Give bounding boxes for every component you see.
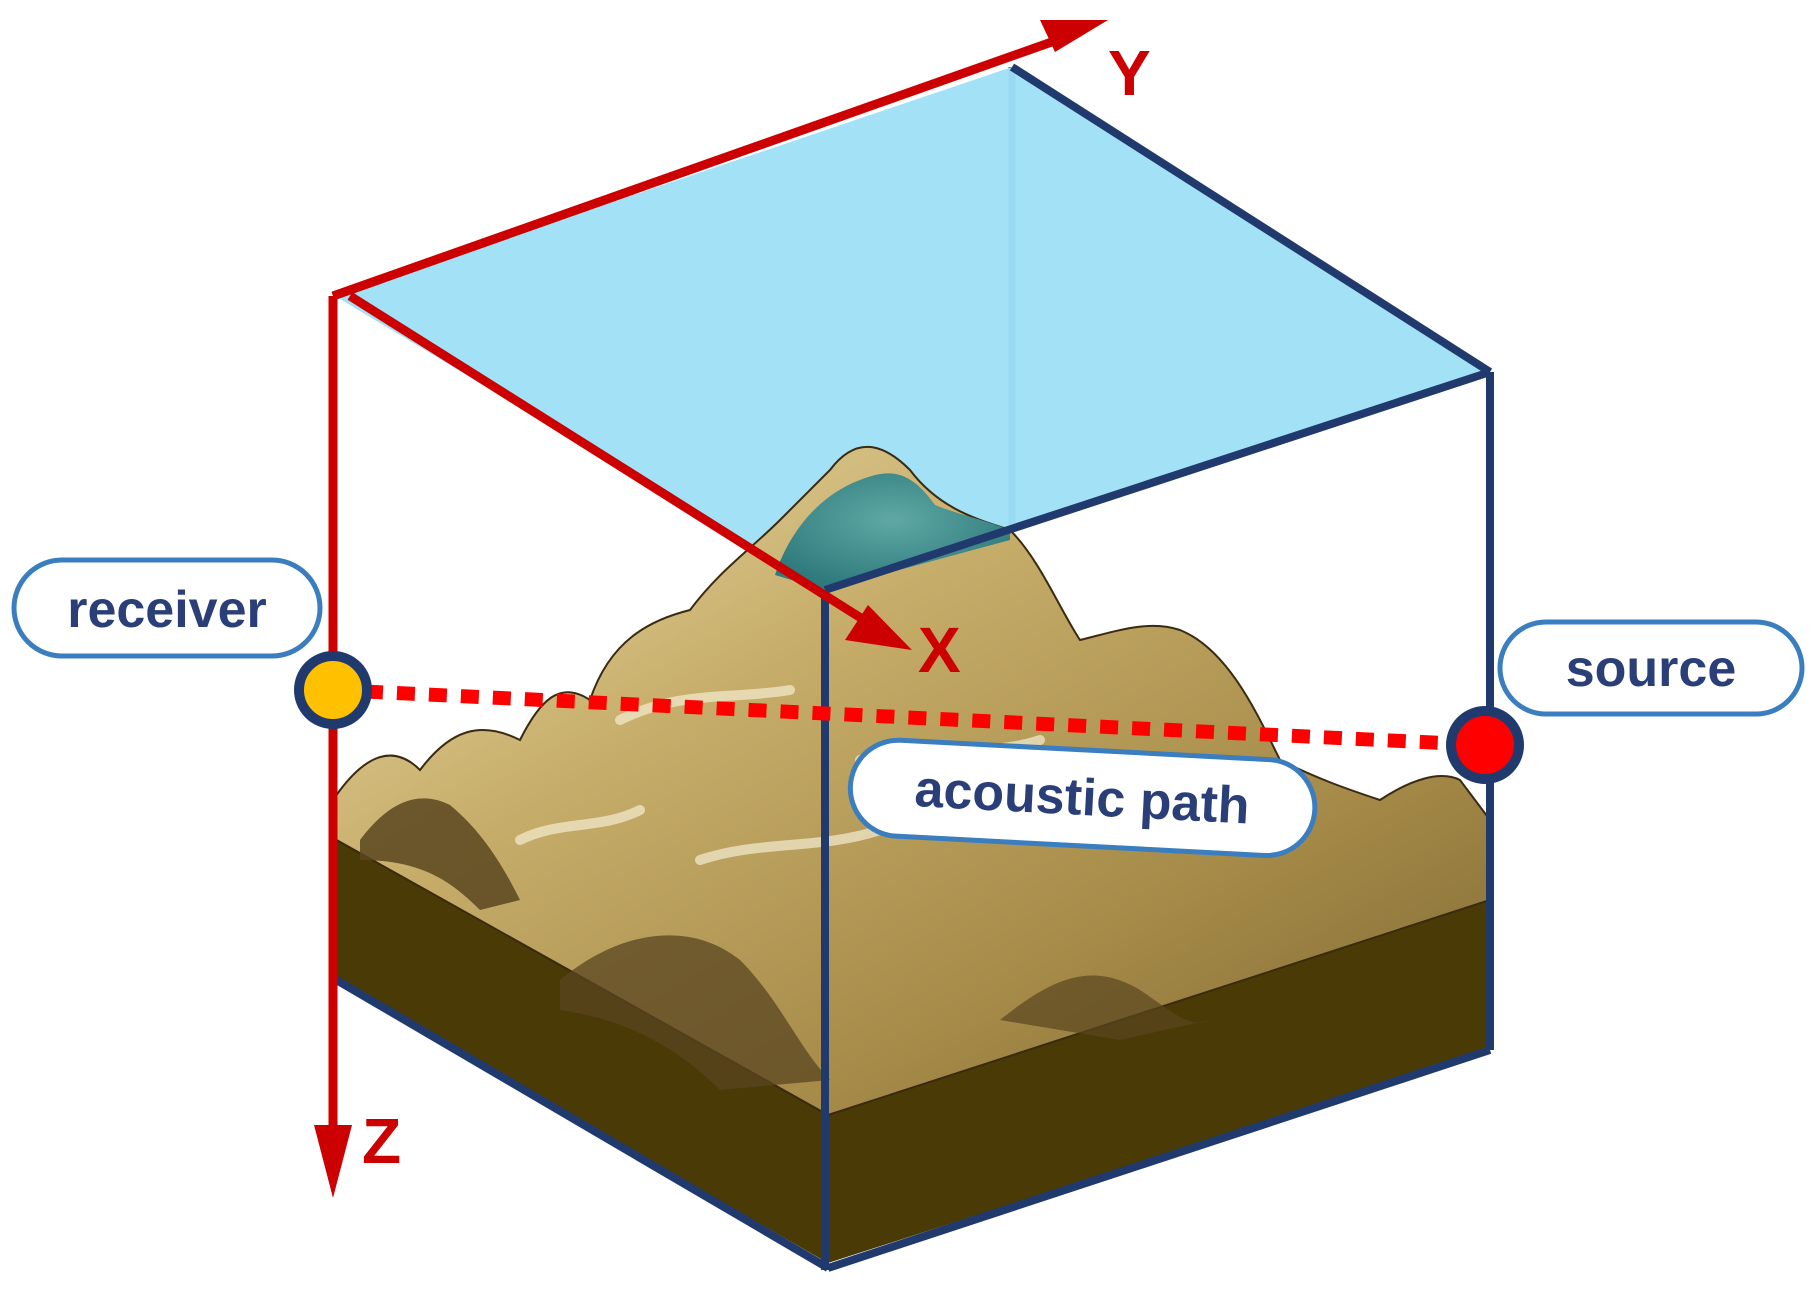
sediment-left-face	[333, 838, 828, 1263]
acoustic-path-label: acoustic path	[847, 737, 1318, 859]
source-marker	[1446, 706, 1524, 784]
terrain-ridge-front	[560, 935, 830, 1090]
y-axis-label: Y	[1108, 37, 1151, 109]
source-label-text: source	[1566, 640, 1737, 698]
receiver-marker	[294, 651, 372, 729]
receiver-label-text: receiver	[67, 581, 267, 639]
x-axis-label: X	[918, 614, 961, 686]
acoustic-path-line	[332, 683, 1486, 752]
terrain-ridge-right	[1000, 975, 1210, 1040]
source-label: source	[1497, 619, 1805, 717]
seamount-peak	[775, 473, 1010, 590]
bounding-box	[330, 63, 1494, 1272]
water-surface	[335, 67, 1490, 590]
sediment-right-face	[828, 900, 1490, 1263]
terrain-ridge-left	[360, 798, 520, 910]
receiver-label: receiver	[11, 557, 323, 659]
z-axis-label: Z	[362, 1105, 401, 1177]
